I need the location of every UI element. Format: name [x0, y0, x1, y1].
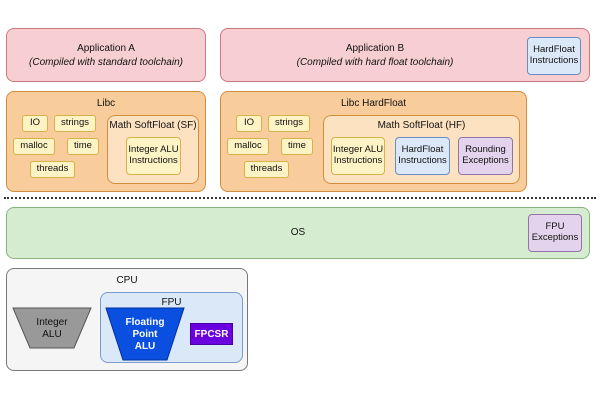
application-b-title: Application B: [345, 43, 405, 54]
libc-hf-item-threads: threads: [244, 161, 289, 178]
libc-title: Libc: [96, 98, 116, 109]
application-b-subtitle: (Compiled with hard float toolchain): [296, 57, 454, 68]
fp-alu-label-line-1: Floating: [126, 317, 165, 328]
libc-item-io: IO: [22, 115, 48, 132]
application-a-title: Application A: [77, 43, 135, 54]
libc-item-threads: threads: [30, 161, 75, 178]
libc-hf-math-title: Math SoftFloat (HF): [377, 120, 466, 131]
floating-point-alu: Floating Point ALU: [105, 307, 185, 361]
fpcsr-register: FPCSR: [190, 323, 233, 345]
fpu-title: FPU: [161, 297, 182, 308]
libc-hf-rounding-exceptions: Rounding Exceptions: [458, 137, 513, 175]
libc-item-time: time: [67, 138, 99, 155]
application-a-box: Application A (Compiled with standard to…: [6, 28, 206, 82]
fp-alu-label-line-3: ALU: [135, 341, 156, 352]
libc-hf-item-time: time: [281, 138, 313, 155]
fpu-box: FPU Floating Point ALU FPCSR: [100, 292, 243, 363]
os-fpu-exceptions: FPU Exceptions: [528, 214, 582, 252]
application-a-subtitle: (Compiled with standard toolchain): [29, 57, 183, 68]
integer-alu: Integer ALU: [12, 307, 92, 349]
libc-math-softfloat-sf: Math SoftFloat (SF) Integer ALU Instruct…: [107, 115, 199, 184]
libc-hf-item-malloc: malloc: [227, 138, 269, 155]
cpu-box: CPU Integer ALU FPU Floating Point ALU F…: [6, 268, 248, 371]
os-box: OS FPU Exceptions: [6, 207, 590, 259]
libc-integer-alu-instructions: Integer ALU Instructions: [126, 137, 181, 175]
libc-hf-item-io: IO: [236, 115, 262, 132]
libc-box: Libc IO strings malloc time threads Math…: [6, 91, 206, 192]
app-b-hardfloat-instructions: HardFloat Instructions: [527, 37, 581, 75]
fp-alu-label-line-2: Point: [133, 329, 159, 340]
user-kernel-divider: [4, 197, 596, 199]
libc-hf-hardfloat-instructions: HardFloat Instructions: [395, 137, 450, 175]
libc-math-title: Math SoftFloat (SF): [109, 120, 197, 131]
libc-hf-math-softfloat-hf: Math SoftFloat (HF) Integer ALU Instruct…: [323, 115, 520, 184]
integer-alu-label-line-1: Integer: [36, 317, 68, 328]
libc-item-strings: strings: [54, 115, 96, 132]
libc-hardfloat-title: Libc HardFloat: [340, 98, 407, 109]
os-title: OS: [290, 227, 306, 238]
integer-alu-label-line-2: ALU: [42, 329, 61, 340]
libc-hf-item-strings: strings: [268, 115, 310, 132]
libc-item-malloc: malloc: [13, 138, 55, 155]
libc-hardfloat-box: Libc HardFloat IO strings malloc time th…: [220, 91, 527, 192]
cpu-title: CPU: [116, 275, 138, 286]
libc-hf-integer-alu-instructions: Integer ALU Instructions: [331, 137, 385, 175]
application-b-box: Application B (Compiled with hard float …: [220, 28, 590, 82]
